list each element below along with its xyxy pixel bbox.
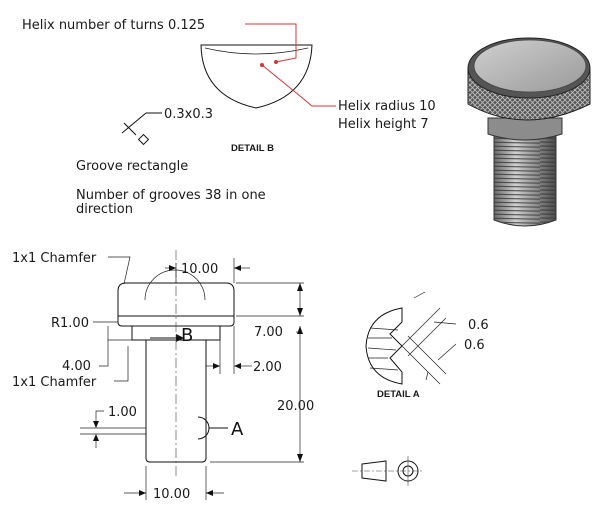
marker-a: A <box>231 419 244 440</box>
projection-symbol <box>352 456 424 486</box>
screw-side-view: B A <box>117 250 244 476</box>
marker-b: B <box>181 325 193 346</box>
dim-shoulder: 2.00 <box>253 360 282 375</box>
grooves-direction-label: direction <box>76 202 133 217</box>
groove-rect-label: Groove rectangle <box>76 159 188 174</box>
screw-3d-render <box>467 37 591 227</box>
dim-neck-label: 4.00 <box>62 359 91 374</box>
detail-b-label: DETAIL B <box>231 143 274 154</box>
dim-head-width: 10.00 <box>181 262 218 277</box>
dimensions: 10.00 1x1 Chamfer R1.00 4.00 1x1 Chamfer… <box>12 251 314 502</box>
radius-label: R1.00 <box>51 316 89 331</box>
dim-a1: 0.6 <box>468 318 489 333</box>
detail-a-label: DETAIL A <box>377 389 420 400</box>
groove-dim-label: 0.3x0.3 <box>164 107 213 122</box>
helix-radius-leader <box>261 64 336 107</box>
detail-b: Helix number of turns 0.125 Helix radius… <box>22 18 436 154</box>
groove-symbol: 0.3x0.3 Groove rectangle Number of groov… <box>76 107 266 217</box>
dim-head-height: 7.00 <box>254 325 283 340</box>
helix-radius-label: Helix radius 10 <box>338 99 436 114</box>
chamfer-top-label: 1x1 Chamfer <box>12 251 97 266</box>
helix-turns-leader <box>245 23 297 63</box>
helix-height-label: Helix height 7 <box>338 117 429 132</box>
dim-shaft-width: 10.00 <box>153 487 190 502</box>
dim-total-length: 20.00 <box>277 399 314 414</box>
dim-groove: 1.00 <box>108 405 137 420</box>
chamfer-bottom-label: 1x1 Chamfer <box>12 375 97 390</box>
grooves-count-label: Number of grooves 38 in one <box>76 188 266 203</box>
dim-a2: 0.6 <box>464 338 485 353</box>
helix-turns-label: Helix number of turns 0.125 <box>22 18 205 33</box>
detail-a: 0.6 0.6 DETAIL A <box>365 291 489 400</box>
